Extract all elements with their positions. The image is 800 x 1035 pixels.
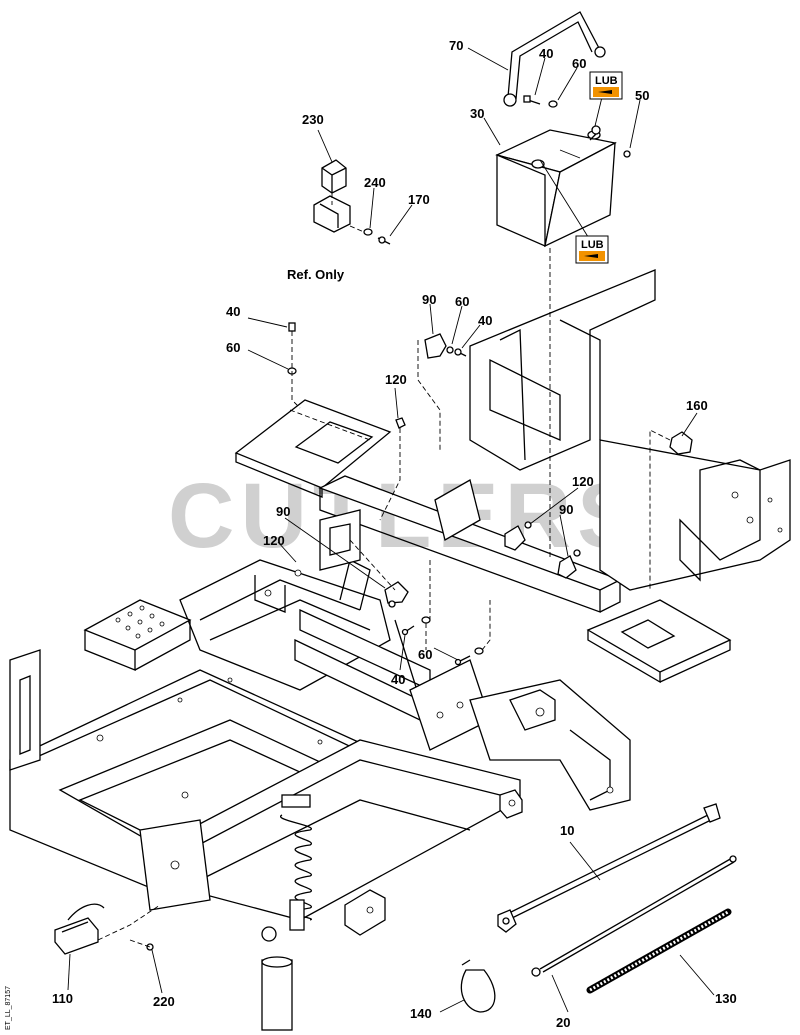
battery-hardware xyxy=(523,95,631,158)
callout-220: 220 xyxy=(153,994,175,1009)
callout-60: 60 xyxy=(226,340,240,355)
callout-140: 140 xyxy=(410,1006,432,1021)
callout-30: 30 xyxy=(470,106,484,121)
center-clamps xyxy=(384,521,581,608)
callout-90: 90 xyxy=(422,292,436,307)
dash-connector-1 xyxy=(349,539,396,591)
callout-60: 60 xyxy=(418,647,432,662)
svg-text:LUB: LUB xyxy=(595,75,618,87)
conduit-130 xyxy=(586,908,732,994)
battery-hold-down-bracket xyxy=(503,11,606,107)
battery-cable-20 xyxy=(531,855,737,977)
lub-label-bottom: LUB xyxy=(575,235,609,264)
callout-60: 60 xyxy=(572,56,586,71)
callout-170: 170 xyxy=(408,192,430,207)
callout-40: 40 xyxy=(391,672,405,687)
callout-70: 70 xyxy=(449,38,463,53)
clamp-160 xyxy=(649,429,693,590)
callout-40: 40 xyxy=(226,304,240,319)
ref-only-label: Ref. Only xyxy=(287,267,345,282)
shock-absorber xyxy=(261,794,313,1031)
lub-label-top: LUB xyxy=(589,71,623,100)
dash-line-120 xyxy=(379,428,401,521)
callout-230: 230 xyxy=(302,112,324,127)
callout-50: 50 xyxy=(635,88,649,103)
dash-line-220 xyxy=(129,939,151,948)
chassis-frame xyxy=(9,269,791,936)
lower-fasteners xyxy=(401,600,491,666)
callout-40: 40 xyxy=(478,313,492,328)
callout-10: 10 xyxy=(560,823,574,838)
battery-cable-10 xyxy=(497,803,721,933)
battery xyxy=(495,129,617,248)
upper-clamp xyxy=(417,333,467,450)
callout-120: 120 xyxy=(572,474,594,489)
callout-110: 110 xyxy=(52,991,73,1006)
drawing-code: ET_LL_87157 xyxy=(5,986,12,1030)
svg-text:LUB: LUB xyxy=(581,239,604,251)
nut-120-upper xyxy=(395,417,406,429)
callout-40: 40 xyxy=(539,46,553,61)
relay xyxy=(313,159,391,245)
callout-60: 60 xyxy=(455,294,469,309)
leader-lines xyxy=(67,47,715,1013)
callout-240: 240 xyxy=(364,175,386,190)
callout-160: 160 xyxy=(686,398,708,413)
callout-120: 120 xyxy=(263,533,285,548)
callout-90: 90 xyxy=(276,504,290,519)
rivet-220 xyxy=(146,943,154,951)
callout-90: 90 xyxy=(559,502,573,517)
callout-130: 130 xyxy=(715,991,737,1006)
callout-20: 20 xyxy=(556,1015,570,1030)
plate-fasteners xyxy=(287,322,301,409)
cable-tie-140 xyxy=(460,959,496,1013)
dash-connector-3 xyxy=(289,409,371,441)
callouts: 70 40 60 50 30 230 240 170 Ref. Only 40 … xyxy=(52,38,737,1030)
callout-120: 120 xyxy=(385,372,407,387)
connector-110 xyxy=(54,903,161,955)
